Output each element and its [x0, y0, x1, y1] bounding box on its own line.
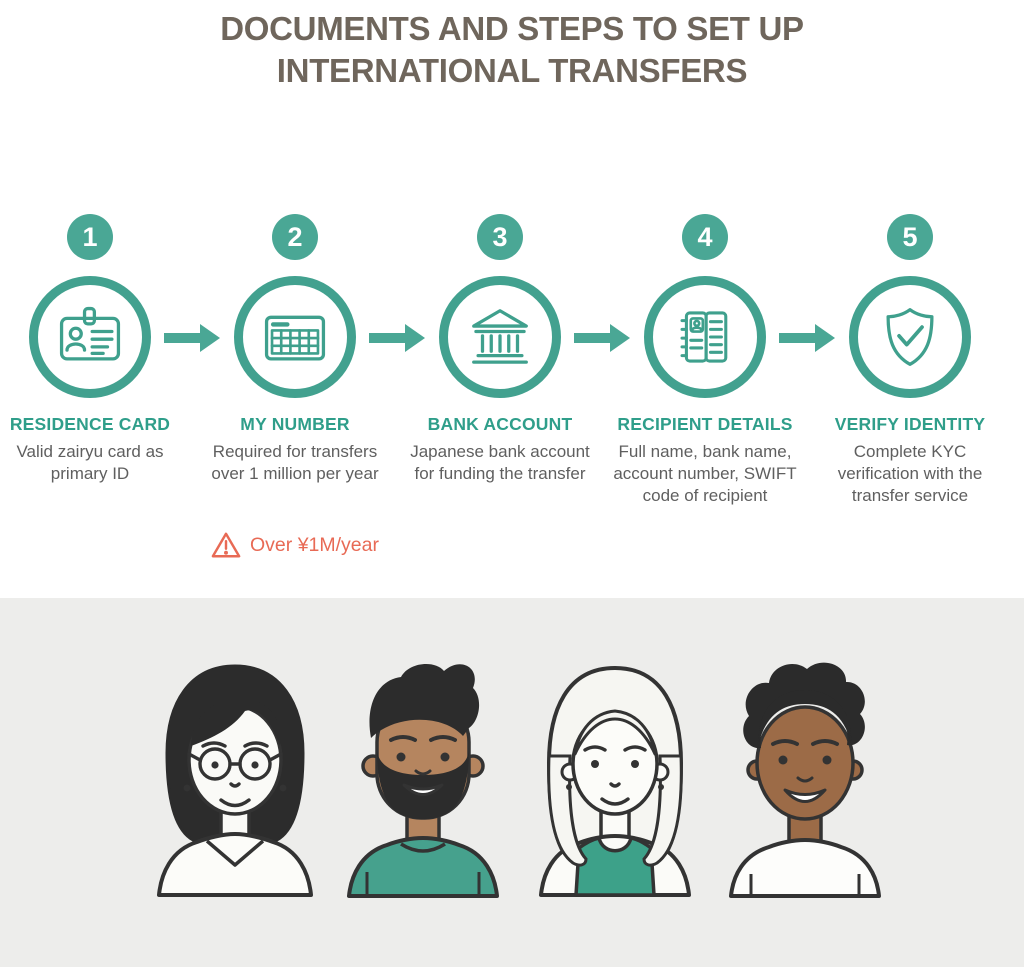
step-title: BANK ACCOUNT [427, 414, 573, 434]
step-verify-identity: 5 VERIFY IDENTITY Complete KYC verificat… [810, 210, 1010, 590]
step-number-badge: 1 [67, 214, 113, 260]
step-icon-circle [439, 276, 561, 398]
page-title-line-1: DOCUMENTS AND STEPS TO SET UP [220, 10, 804, 47]
people-illustration [0, 598, 1024, 967]
warning-text: Over ¥1M/year [250, 533, 379, 556]
shield-check-icon [886, 308, 934, 366]
id-card-icon [59, 306, 121, 361]
step-title: RECIPIENT DETAILS [617, 414, 793, 434]
address-book-icon [680, 311, 728, 363]
step-description: Japanese bank account for funding the tr… [410, 442, 590, 483]
my-number-card-icon [264, 315, 326, 361]
page-title-line-2: INTERNATIONAL TRANSFERS [276, 52, 748, 89]
step-icon-circle [644, 276, 766, 398]
step-title: MY NUMBER [240, 414, 350, 434]
person-man-beard [347, 664, 499, 898]
step-title: RESIDENCE CARD [9, 414, 171, 434]
step-number-badge: 5 [887, 214, 933, 260]
step-title: VERIFY IDENTITY [834, 414, 986, 434]
step-bank-account: 3 BANK ACCOUNT Japanese bank account for… [400, 210, 600, 590]
step-description: Complete KYC verification with the trans… [837, 442, 983, 505]
arrow-right-icon [369, 324, 425, 352]
step-my-number: 2 MY NUMBER Required for transfers over … [195, 210, 395, 590]
person-woman-glasses [157, 664, 313, 897]
step-number-badge: 4 [682, 214, 728, 260]
transfer-limit-warning: Over ¥1M/year [195, 530, 395, 560]
step-description: Required for transfers over 1 million pe… [211, 442, 379, 483]
step-description: Valid zairyu card as primary ID [16, 442, 164, 483]
step-number-badge: 2 [272, 214, 318, 260]
step-description: Full name, bank name, account number, SW… [613, 442, 797, 505]
person-man-curly-hair [729, 662, 881, 898]
bank-building-icon [472, 309, 528, 364]
step-number-badge: 3 [477, 214, 523, 260]
step-icon-circle [849, 276, 971, 398]
step-recipient-details: 4 RECIPIENT DETAILS Full name, bank name… [605, 210, 805, 590]
warning-triangle-icon [211, 532, 241, 558]
step-residence-card: 1 RESIDENCE CARD Valid zairyu card as pr… [0, 210, 190, 590]
step-icon-circle [29, 276, 151, 398]
arrow-right-icon [574, 324, 630, 352]
step-icon-circle [234, 276, 356, 398]
arrow-right-icon [164, 324, 220, 352]
person-woman-white-hair [539, 665, 691, 897]
page-title: DOCUMENTS AND STEPS TO SET UP INTERNATIO… [0, 8, 1024, 92]
arrow-right-icon [779, 324, 835, 352]
